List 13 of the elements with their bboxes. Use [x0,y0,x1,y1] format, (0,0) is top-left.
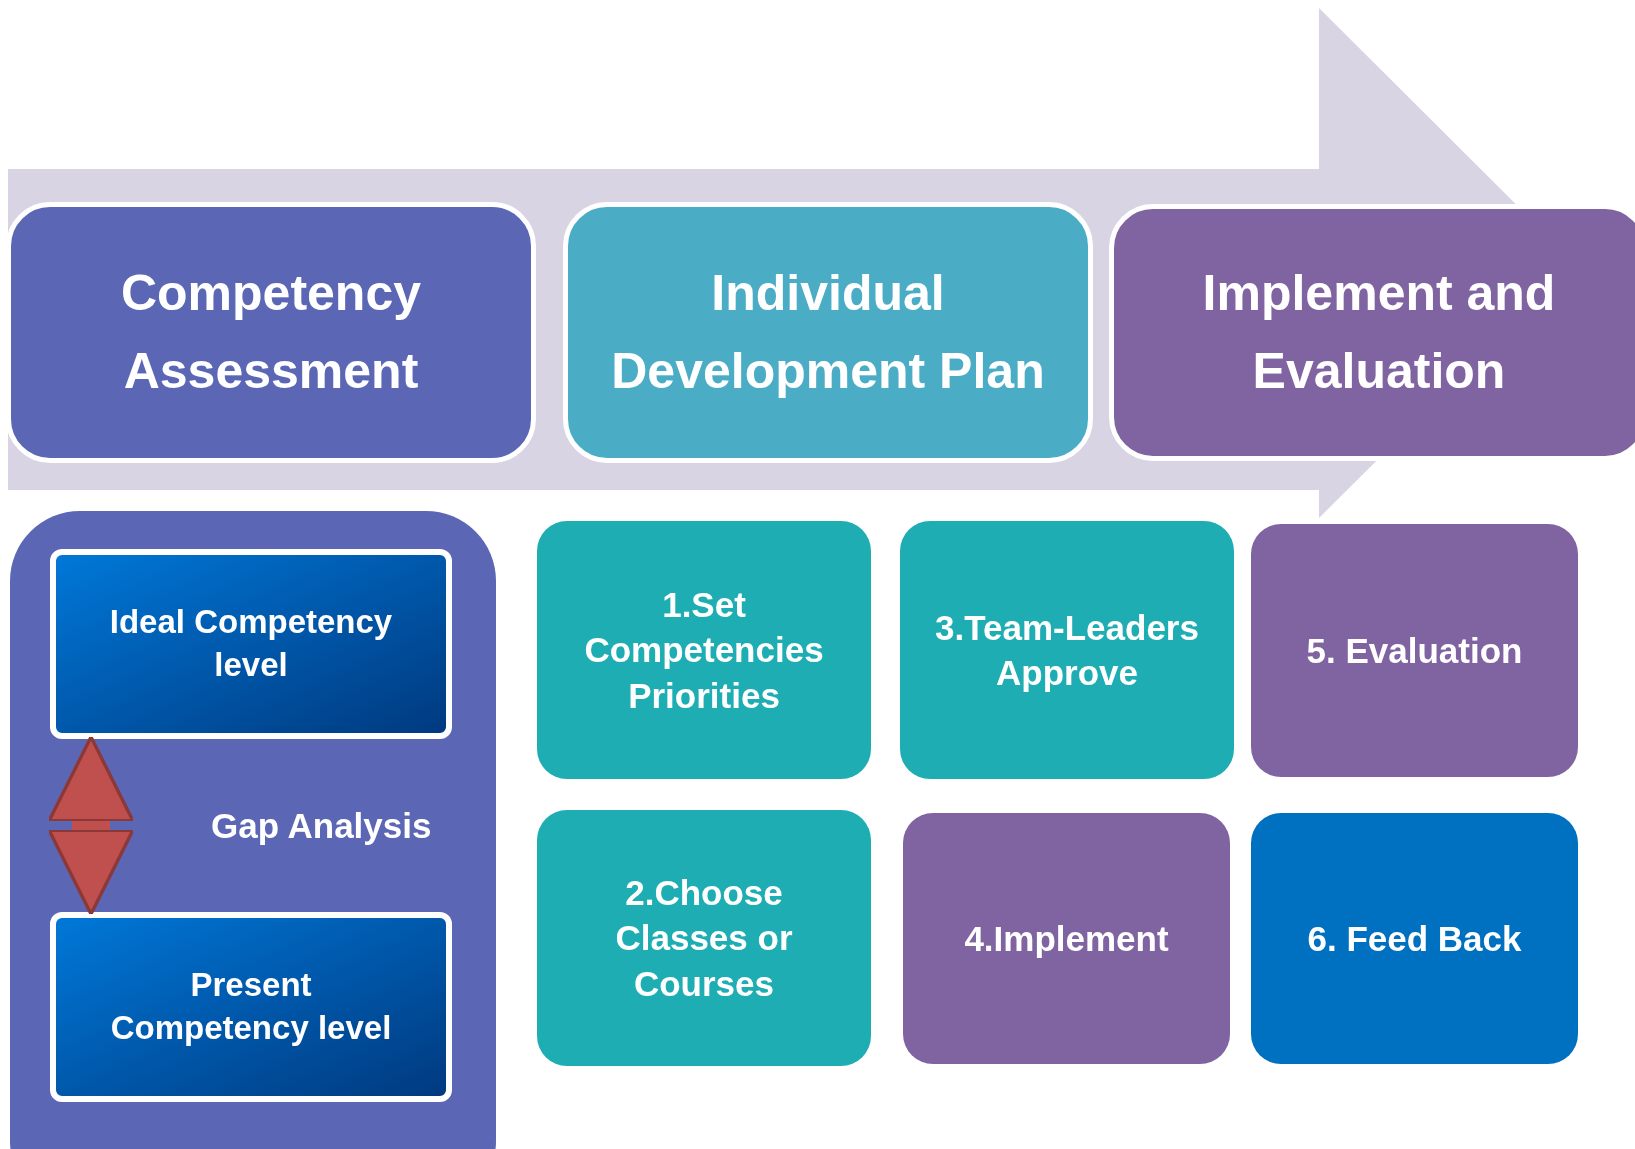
step-box: 2.Choose Classes or Courses [537,810,871,1066]
stage-box: Individual Development Plan [563,202,1093,463]
step-box: 4.Implement [903,813,1230,1064]
double-arrow [47,735,135,916]
stage-box: Competency Assessment [6,202,536,463]
level-box: Ideal Competency level [50,549,452,739]
panel-background [10,511,496,1149]
level-box: Present Competency level [50,912,452,1102]
step-box: 3.Team-Leaders Approve [900,521,1234,779]
step-box: 6. Feed Back [1251,813,1578,1064]
stage-box: Implement and Evaluation [1109,204,1635,461]
step-box: 1.Set Competencies Priorities [537,521,871,779]
step-box: 5. Evaluation [1251,524,1578,777]
